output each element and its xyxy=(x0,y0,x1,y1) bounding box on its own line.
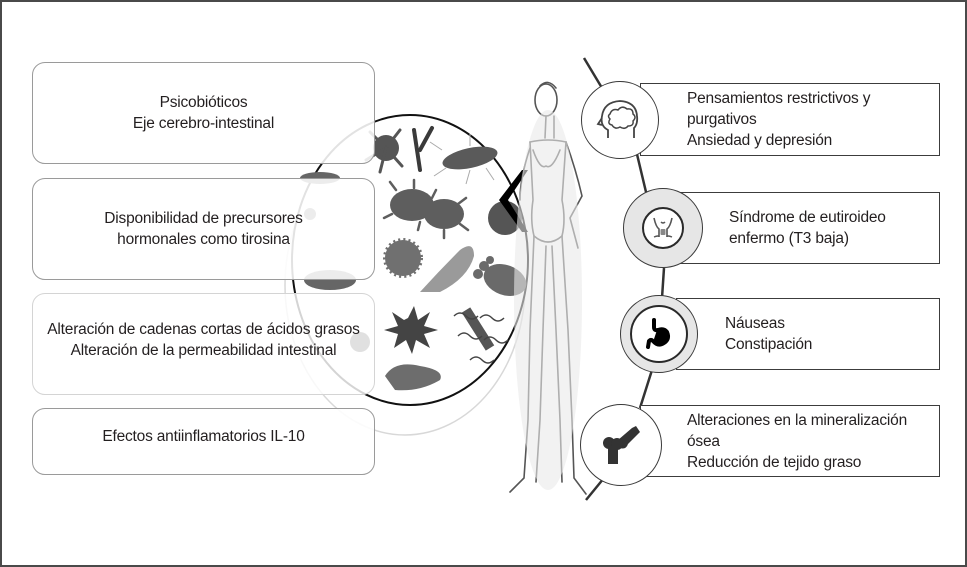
left-box-line: Eje cerebro-intestinal xyxy=(132,115,275,132)
thyroid-icon xyxy=(653,217,673,238)
right-box-line: enfermo (T3 baja) xyxy=(729,230,849,247)
brain-head-icon-circle xyxy=(581,81,659,159)
thyroid-icon-circle xyxy=(623,188,703,268)
microbe-rod-wavy xyxy=(453,307,509,364)
right-box-thyroid: Síndrome de eutiroideo enfermo (T3 baja) xyxy=(680,192,940,264)
right-box-line: Reducción de tejido graso xyxy=(687,453,862,471)
right-box-line: Síndrome de eutiroideo xyxy=(729,209,886,226)
figure-shadow xyxy=(514,110,582,490)
right-box-thoughts: Pensamientos restrictivos y purgativos A… xyxy=(640,83,940,156)
right-box-bone: Alteraciones en la mineralización ósea R… xyxy=(640,405,940,477)
right-box-line: Náuseas xyxy=(725,315,785,332)
stomach-icon-circle xyxy=(620,295,698,373)
microbe-fuzzy-blob xyxy=(385,364,441,391)
right-box-digestive: Náuseas Constipación xyxy=(676,298,940,370)
connector-line xyxy=(582,57,666,501)
chevron-left-icon xyxy=(499,170,528,232)
microbe-y-shape xyxy=(412,126,434,172)
microbe-spiky-ball xyxy=(383,238,423,278)
left-box-line: Efectos antiinflamatorios IL-10 xyxy=(102,428,305,445)
left-box-line: Alteración de la permeabilidad intestina… xyxy=(70,342,337,359)
microbe-peanut xyxy=(382,178,470,240)
left-box-line: Disponibilidad de precursores xyxy=(104,210,303,227)
bone-joint-icon-circle xyxy=(580,404,662,486)
left-box-line: Alteración de cadenas cortas de ácidos g… xyxy=(47,321,360,338)
right-box-line: Pensamientos restrictivos y xyxy=(687,90,871,107)
left-box-fatty-acids: Alteración de cadenas cortas de ácidos g… xyxy=(32,293,375,395)
left-box-line: hormonales como tirosina xyxy=(117,231,290,248)
microbe-teardrop xyxy=(420,246,474,292)
microbe-rod-flagella xyxy=(429,134,498,185)
microbe-star-dark xyxy=(384,306,438,354)
right-box-line: Ansiedad y depresión xyxy=(687,132,833,149)
right-box-line: Constipación xyxy=(725,336,813,353)
left-box-psychobiotics: Psicobióticos Eje cerebro-intestinal xyxy=(32,62,375,164)
right-box-line: purgativos xyxy=(687,111,757,128)
bone-joint-icon xyxy=(603,426,640,464)
brain-head-icon xyxy=(596,100,639,138)
left-box-line: Psicobióticos xyxy=(159,94,248,111)
right-box-line: ósea xyxy=(687,432,720,450)
stomach-icon xyxy=(646,318,670,349)
left-box-hormone-precursors: Disponibilidad de precursores hormonales… xyxy=(32,178,375,280)
right-box-line: Alteraciones en la mineralización xyxy=(687,411,907,429)
left-box-anti-inflammatory: Efectos antiinflamatorios IL-10 xyxy=(32,408,375,475)
